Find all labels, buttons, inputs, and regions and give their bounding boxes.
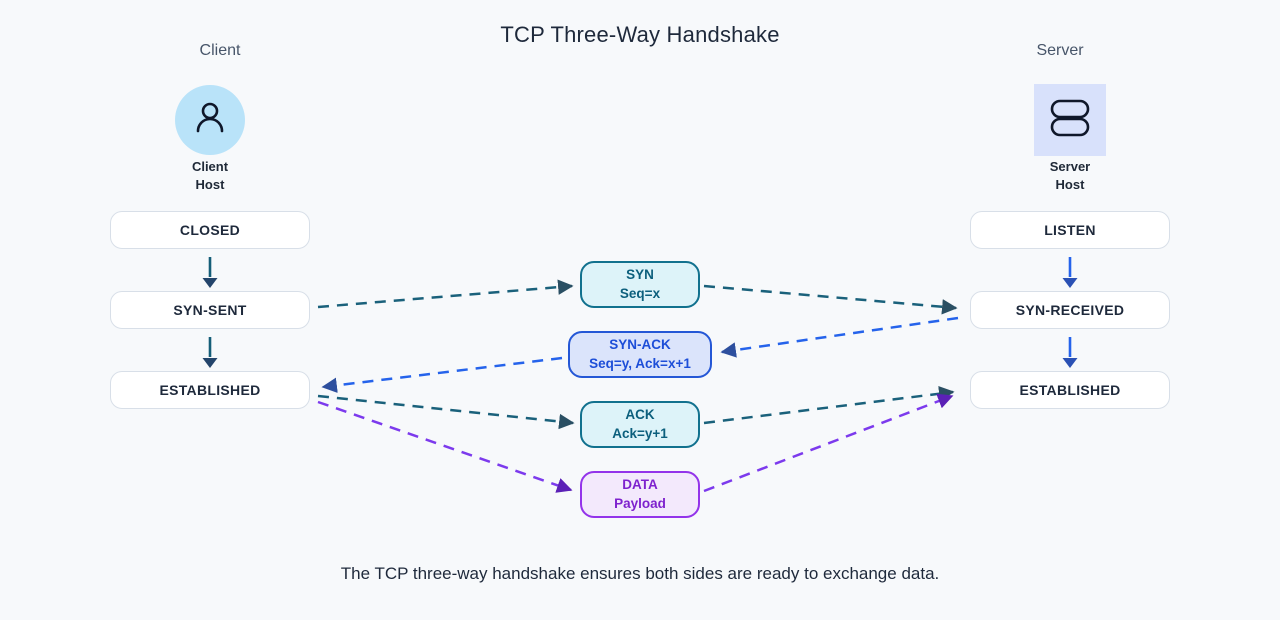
client-host-icon-wrap — [175, 85, 245, 155]
server-stack-icon — [1047, 95, 1093, 146]
ack-arrow-client-to-box — [317, 394, 575, 430]
syn-arrow-client-to-box — [317, 279, 574, 309]
synack-arrow-server-to-box — [720, 316, 959, 358]
client-state-syn-sent: SYN-SENT — [110, 291, 310, 329]
server-column-label: Server — [1036, 42, 1084, 59]
server-state-established: ESTABLISHED — [970, 371, 1170, 409]
message-ack-subtitle: Ack=y+1 — [612, 425, 668, 441]
message-syn-ack-title: SYN-ACK — [609, 337, 671, 353]
message-ack-title: ACK — [625, 407, 655, 423]
server-state-listen: LISTEN — [970, 211, 1170, 249]
message-syn-ack: SYN-ACK Seq=y, Ack=x+1 — [568, 331, 712, 378]
diagram-title: TCP Three-Way Handshake — [500, 22, 780, 47]
diagram-caption: The TCP three-way handshake ensures both… — [340, 564, 940, 583]
server-host-icon-wrap — [1034, 84, 1106, 156]
client-column-label: Client — [199, 42, 241, 59]
client-state-closed: CLOSED — [110, 211, 310, 249]
person-icon — [188, 96, 232, 145]
syn-arrow-box-to-server — [703, 284, 958, 315]
data-arrow-box-to-server — [703, 393, 954, 493]
client-host-label: Client Host — [191, 159, 229, 192]
server-state-syn-received: SYN-RECEIVED — [970, 291, 1170, 329]
message-data-title: DATA — [622, 477, 658, 493]
ack-arrow-box-to-server — [703, 386, 955, 425]
server-host-label: Server Host — [1049, 159, 1091, 192]
message-syn-title: SYN — [626, 267, 654, 283]
data-arrow-client-to-box — [317, 400, 573, 493]
synack-arrow-box-to-client — [321, 356, 563, 394]
client-state-established: ESTABLISHED — [110, 371, 310, 409]
message-data-subtitle: Payload — [614, 495, 666, 511]
message-data: DATA Payload — [580, 471, 700, 518]
message-ack: ACK Ack=y+1 — [580, 401, 700, 448]
message-syn-subtitle: Seq=x — [619, 285, 661, 301]
message-syn: SYN Seq=x — [580, 261, 700, 308]
message-syn-ack-subtitle: Seq=y, Ack=x+1 — [589, 355, 691, 371]
